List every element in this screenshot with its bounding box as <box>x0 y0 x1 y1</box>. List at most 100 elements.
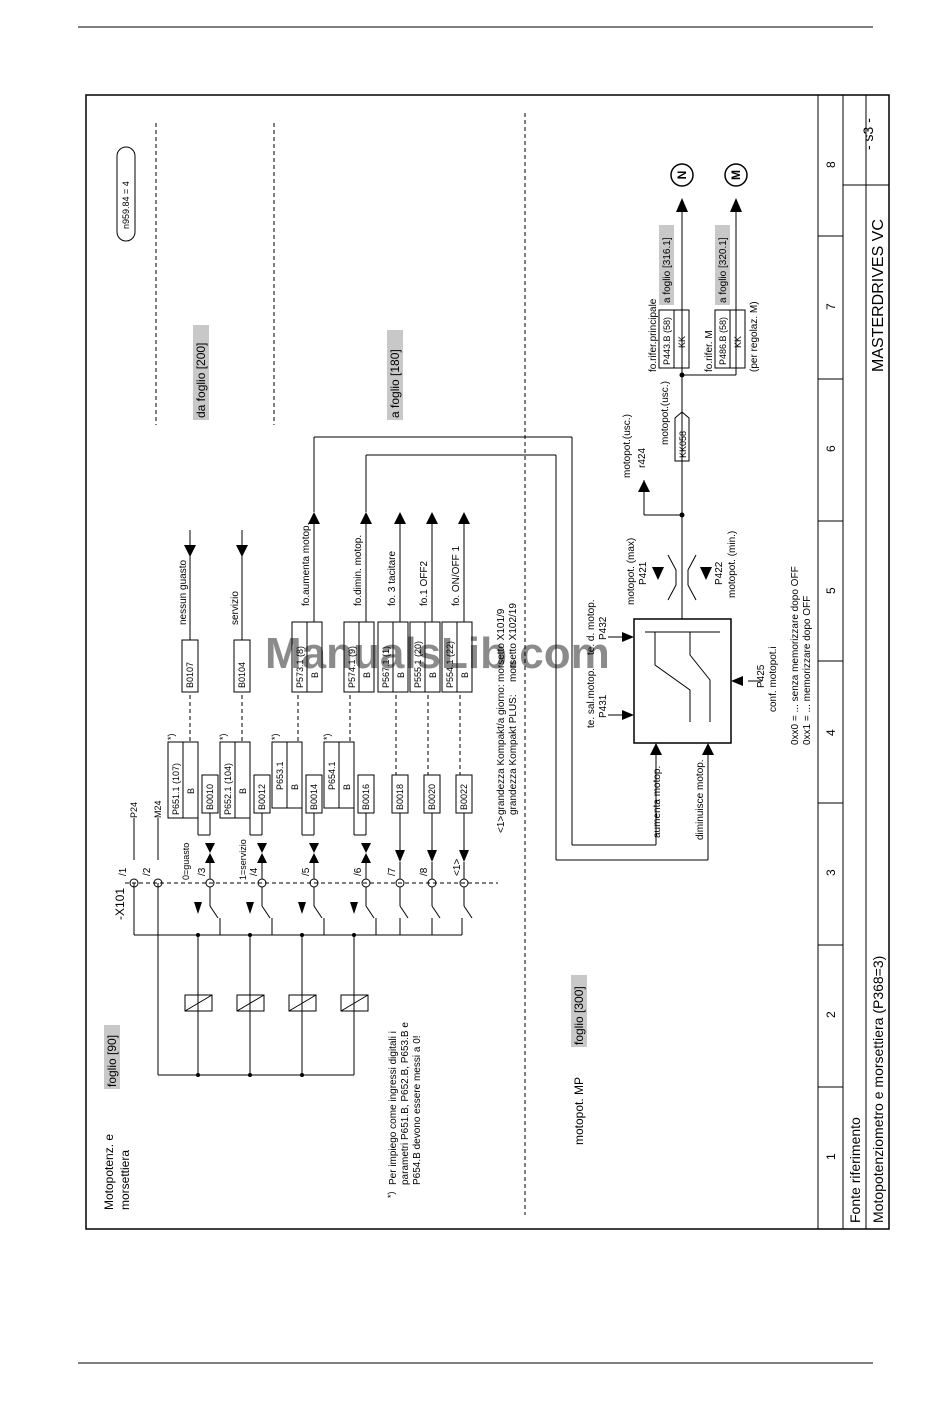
r424: r424 <box>637 448 648 468</box>
p421: P421 <box>638 561 649 585</box>
a-foglio316: a foglio [316.1] <box>662 237 673 303</box>
kk058: KK058 <box>678 431 688 458</box>
footnote-text: P654.B devono essere messi a 0! <box>412 1035 423 1185</box>
footnote-text: parametri P651.B, P652.B, P653.B e <box>400 1022 411 1185</box>
ramp-curve <box>654 632 691 722</box>
binector-label: B0104 <box>237 662 247 688</box>
memo-line2: 0xx1 = ... memorizzare dopo OFF <box>802 596 813 745</box>
size-note-value: morsetto X101/9 <box>496 608 507 682</box>
ref-a-foglio180: a foglio [180] <box>388 349 402 418</box>
arrow-head <box>426 512 438 524</box>
conf-label: conf. motopot.i <box>768 646 779 712</box>
param-bit: B <box>342 784 352 790</box>
binector-label: B0020 <box>427 784 437 810</box>
pin-label: /4 <box>249 867 260 876</box>
diagram-frame <box>85 94 890 1230</box>
param-bit: B <box>396 672 406 678</box>
param-label: P574.1 (9) <box>347 646 357 688</box>
param-label: P652.1 (104) <box>223 763 233 815</box>
arrow-head <box>730 198 742 212</box>
param-label: P567.1 (1) <box>381 646 391 688</box>
pin3-function-label: 0=guasto <box>181 843 191 880</box>
input-switches <box>194 887 473 935</box>
output-n-marker <box>670 163 694 187</box>
memo-line1: 0xx0 = ... senza memorizzare dopo OFF <box>790 566 801 745</box>
binector-boxes: B0010 B0012 B0014 B0016 B0018 B0020 B002… <box>201 774 473 850</box>
arrow-head <box>458 512 470 524</box>
output-m-marker <box>724 163 748 187</box>
arrow-head <box>676 198 688 212</box>
param-label: P554.1 (22) <box>445 641 455 688</box>
pin-label: /5 <box>301 867 312 876</box>
param-bit: B <box>238 788 248 794</box>
signal-nessun-guasto: nessun guasto <box>178 560 189 625</box>
arrow-head <box>650 743 662 755</box>
column-number: 5 <box>824 587 838 594</box>
terminal-pin <box>153 878 163 888</box>
discesa-label: te. d. motop. <box>586 599 597 655</box>
binector-label: B0014 <box>309 784 319 810</box>
param-bit: B <box>290 784 300 790</box>
param-star: *) <box>270 733 280 740</box>
ref-foglio300: foglio [300] <box>572 986 586 1045</box>
ramp-curve <box>689 632 711 722</box>
pin-label: /8 <box>419 867 430 876</box>
command-param-blocks: P573.1 (8) B P574.1 (9) B P567.1 (1) B P… <box>291 621 473 693</box>
arrow-head <box>731 676 743 686</box>
size-note-mark: <1> <box>496 816 507 833</box>
signal-aumenta: fo.aumenta motop. <box>301 523 312 606</box>
p443: P443.B (58) <box>662 317 672 365</box>
param-label: P653.1 <box>275 761 285 790</box>
param-bit: B <box>310 672 320 678</box>
max-label: motopot. (max) <box>626 538 637 605</box>
ref-da-foglio200: da foglio [200] <box>194 343 208 418</box>
ref-foglio90: foglio [90] <box>105 1035 119 1087</box>
arrow-head <box>360 512 372 524</box>
column-number: 8 <box>824 161 838 168</box>
footnote-mark: *) <box>386 1191 396 1198</box>
pin-label: /1 <box>118 867 129 876</box>
signal-dimin: fo.dimin. motop. <box>353 535 364 606</box>
param-label: P654.1 <box>327 761 337 790</box>
arrow-head <box>622 632 634 642</box>
binector-label: B0012 <box>257 784 267 810</box>
arrow-head <box>394 512 406 524</box>
column-number: 3 <box>824 869 838 876</box>
status-param-box <box>116 146 136 242</box>
aumenta-input-label: aumenta motop. <box>652 766 663 838</box>
binector-label: B0107 <box>185 662 195 688</box>
param-label: P573.1 (8) <box>295 646 305 688</box>
p422: P422 <box>714 561 725 585</box>
param-bit: B <box>460 672 470 678</box>
param-bit: B <box>362 672 372 678</box>
p24-label: P24 <box>129 802 139 818</box>
column-number: 4 <box>824 729 838 736</box>
binector-label: B0010 <box>205 784 215 810</box>
column-number: 1 <box>824 1153 838 1160</box>
p486: P486.B (58) <box>718 317 728 365</box>
product-name: MASTERDRIVES VC <box>870 219 887 372</box>
rif-principale-label: fo.rifer.principale <box>648 298 659 372</box>
ref-highlight <box>387 330 403 420</box>
sheet-title: Motopotenziometro e morsettiera (P368=3) <box>870 956 886 1223</box>
param-star: *) <box>322 733 332 740</box>
param-bit: B <box>186 788 196 794</box>
arrow-head <box>638 480 650 492</box>
footnote-text: Per impiego come ingressi digitali i <box>388 1031 399 1185</box>
signal-servizio: servizio <box>230 591 241 625</box>
usc-label2: motopot.(usc.) <box>660 381 671 445</box>
pin-label: /6 <box>353 867 364 876</box>
a-foglio320: a foglio [320.1] <box>718 237 729 303</box>
arrow-head <box>702 743 714 755</box>
param-star: *) <box>218 733 228 740</box>
binector-label: B0018 <box>395 784 405 810</box>
column-number: 7 <box>824 303 838 310</box>
diminuisce-input-label: diminuisce motop. <box>695 759 706 840</box>
sheet-heading: Motopotenz. e <box>102 1134 116 1210</box>
binector-label: B0022 <box>459 784 469 810</box>
arrow-head <box>622 710 634 720</box>
m24-label: M24 <box>153 800 163 818</box>
status-param: n959.84 = 4 <box>121 181 131 229</box>
motopot-block <box>633 618 732 744</box>
p431: P431 <box>598 694 609 718</box>
